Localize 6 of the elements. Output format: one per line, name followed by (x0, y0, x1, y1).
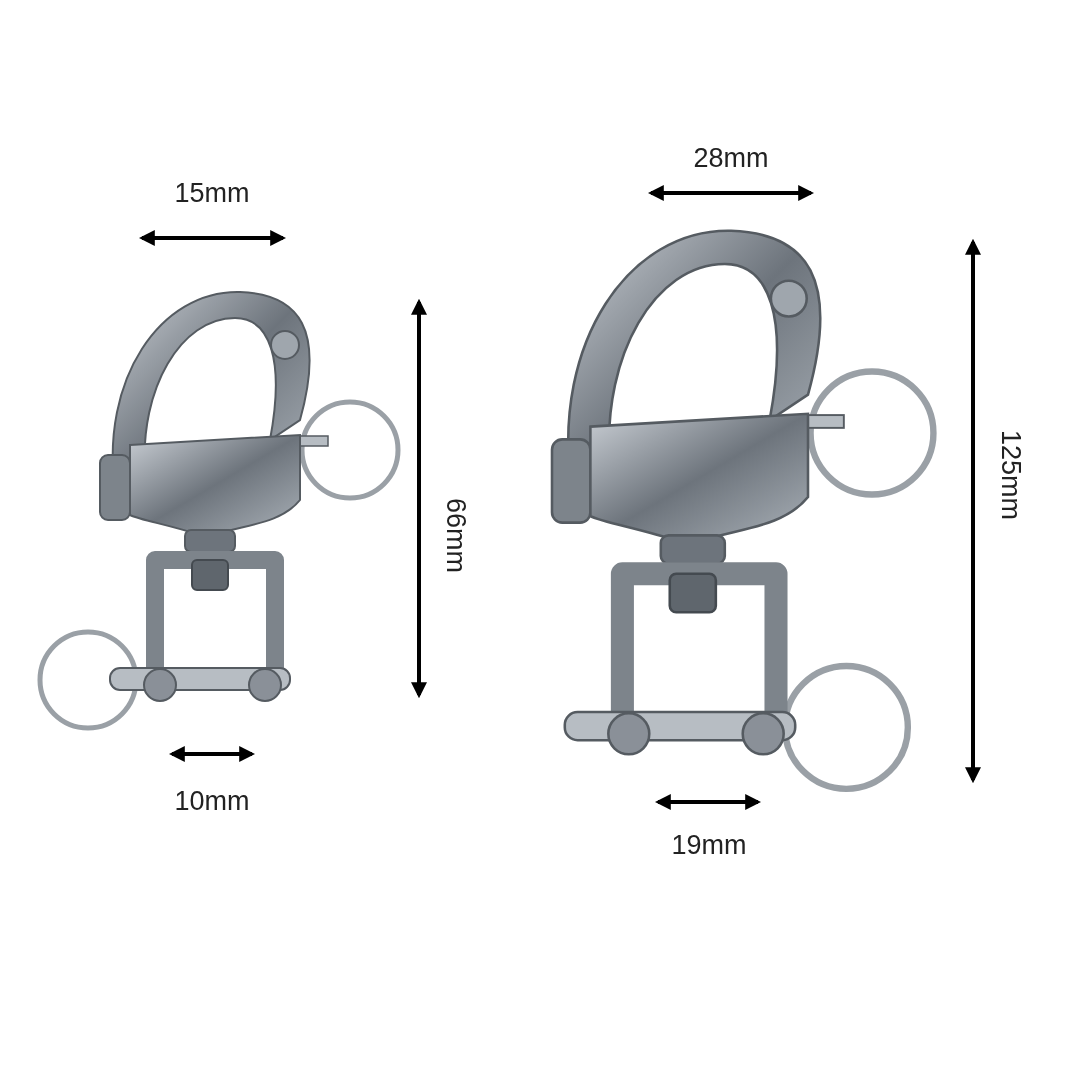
dimension-label: 28mm (693, 144, 769, 172)
dimension-label: 125mm (996, 430, 1024, 521)
dimension-label: 19mm (671, 831, 747, 859)
dimension-label: 15mm (174, 179, 250, 207)
dimension-label: 66mm (441, 497, 469, 573)
dimension-label: 10mm (174, 787, 250, 815)
